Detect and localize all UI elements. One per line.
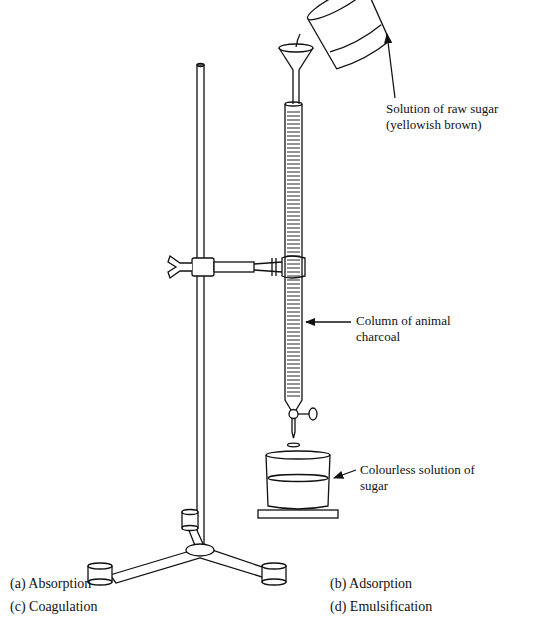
charcoal-hatch bbox=[287, 304, 300, 305]
charcoal-hatch bbox=[287, 264, 300, 265]
callout-label: Colourless solution of sugar bbox=[360, 462, 480, 495]
charcoal-hatch bbox=[287, 300, 300, 301]
leader-arrow bbox=[306, 321, 351, 322]
charcoal-hatch bbox=[287, 208, 300, 209]
charcoal-hatch bbox=[287, 152, 300, 153]
charcoal-hatch bbox=[287, 384, 300, 385]
charcoal-hatch bbox=[287, 240, 300, 241]
charcoal-hatch bbox=[287, 136, 300, 137]
charcoal-hatch bbox=[287, 392, 300, 393]
charcoal-hatch bbox=[287, 308, 300, 309]
charcoal-hatch bbox=[287, 180, 300, 181]
charcoal-hatch bbox=[287, 224, 300, 225]
charcoal-hatch bbox=[287, 348, 300, 349]
callout-label: Solution of raw sugar (yellowish brown) bbox=[386, 101, 526, 134]
charcoal-hatch bbox=[287, 128, 300, 129]
answer-option: (d) Emulsification bbox=[330, 598, 432, 616]
charcoal-hatch bbox=[287, 288, 300, 289]
charcoal-hatch bbox=[287, 252, 300, 253]
charcoal-hatch bbox=[287, 200, 300, 201]
charcoal-hatch bbox=[287, 168, 300, 169]
charcoal-hatch bbox=[287, 112, 300, 113]
charcoal-hatch bbox=[287, 272, 300, 273]
charcoal-hatch bbox=[287, 332, 300, 333]
charcoal-hatch bbox=[287, 316, 300, 317]
charcoal-hatch bbox=[287, 256, 300, 257]
leader-arrow bbox=[387, 34, 395, 98]
charcoal-hatch bbox=[287, 284, 300, 285]
charcoal-hatch bbox=[287, 120, 300, 121]
charcoal-hatch bbox=[287, 148, 300, 149]
charcoal-hatch bbox=[287, 388, 300, 389]
charcoal-hatch bbox=[287, 176, 300, 177]
charcoal-hatch bbox=[287, 184, 300, 185]
charcoal-hatch bbox=[287, 156, 300, 157]
charcoal-hatch bbox=[287, 312, 300, 313]
charcoal-hatch bbox=[287, 144, 300, 145]
charcoal-hatch bbox=[287, 204, 300, 205]
charcoal-hatch bbox=[287, 232, 300, 233]
charcoal-hatch bbox=[287, 116, 300, 117]
charcoal-hatch bbox=[287, 360, 300, 361]
charcoal-hatch bbox=[287, 368, 300, 369]
funnel bbox=[279, 44, 313, 104]
charcoal-hatch bbox=[287, 236, 300, 237]
charcoal-column bbox=[285, 102, 317, 447]
charcoal-hatch bbox=[287, 192, 300, 193]
answer-option: (a) Absorption bbox=[10, 575, 91, 593]
retort-stand bbox=[88, 64, 286, 586]
charcoal-hatch bbox=[287, 124, 300, 125]
charcoal-hatch bbox=[287, 336, 300, 337]
pouring-beaker bbox=[304, 0, 394, 72]
charcoal-hatch bbox=[287, 376, 300, 377]
charcoal-hatch bbox=[287, 132, 300, 133]
charcoal-hatch bbox=[287, 320, 300, 321]
charcoal-hatch bbox=[287, 364, 300, 365]
answer-option: (b) Adsorption bbox=[330, 575, 412, 593]
leader-arrow bbox=[334, 470, 356, 478]
charcoal-hatch bbox=[287, 340, 300, 341]
charcoal-hatch bbox=[287, 292, 300, 293]
charcoal-hatch bbox=[287, 248, 300, 249]
answer-option: (c) Coagulation bbox=[10, 598, 97, 616]
charcoal-hatch bbox=[287, 172, 300, 173]
charcoal-hatch bbox=[287, 296, 300, 297]
charcoal-hatch bbox=[287, 164, 300, 165]
charcoal-hatch bbox=[287, 216, 300, 217]
charcoal-hatch bbox=[287, 244, 300, 245]
pouring-stream bbox=[296, 34, 300, 47]
charcoal-hatch bbox=[287, 352, 300, 353]
charcoal-hatch bbox=[287, 328, 300, 329]
charcoal-hatch bbox=[287, 260, 300, 261]
charcoal-hatch bbox=[287, 212, 300, 213]
charcoal-hatch bbox=[287, 324, 300, 325]
charcoal-hatch bbox=[287, 160, 300, 161]
charcoal-hatch bbox=[287, 196, 300, 197]
charcoal-hatch bbox=[287, 396, 300, 397]
charcoal-hatch bbox=[287, 372, 300, 373]
charcoal-hatch bbox=[287, 356, 300, 357]
charcoal-hatch bbox=[287, 344, 300, 345]
charcoal-hatch bbox=[287, 188, 300, 189]
charcoal-hatch bbox=[287, 140, 300, 141]
charcoal-hatch bbox=[287, 276, 300, 277]
charcoal-hatch bbox=[287, 380, 300, 381]
collecting-beaker bbox=[258, 451, 338, 518]
charcoal-hatch bbox=[287, 268, 300, 269]
callout-label: Column of animal charcoal bbox=[356, 313, 461, 346]
charcoal-hatch bbox=[287, 228, 300, 229]
charcoal-hatch bbox=[287, 280, 300, 281]
charcoal-hatch bbox=[287, 220, 300, 221]
